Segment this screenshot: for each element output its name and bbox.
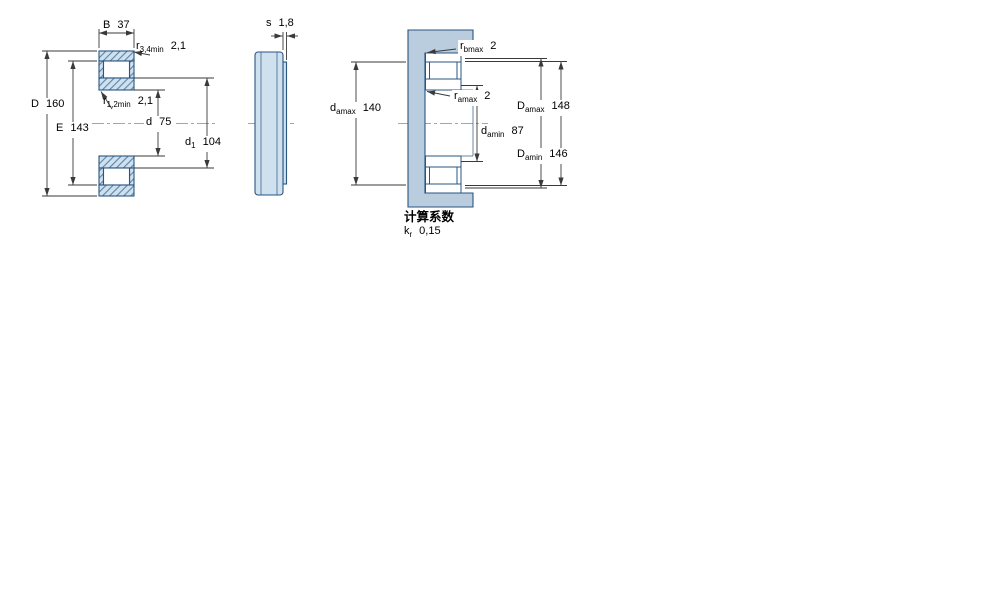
mounted-outer-ring-bottom: [425, 183, 462, 194]
mounted-rib-bottom-right: [456, 166, 462, 185]
inner-ring-bottom: [98, 155, 135, 169]
mounted-inner-ring-top: [425, 78, 462, 91]
mounted-roller-bottom: [429, 166, 458, 185]
inner-ring-rib-top-left: [98, 60, 105, 79]
mounted-rib-top-left: [425, 61, 430, 80]
front-view-dimensions: [42, 29, 214, 197]
mounted-rib-bottom-left: [425, 166, 430, 185]
side-view-dimensions: [271, 32, 298, 60]
mounted-rib-top-right: [456, 61, 462, 80]
inner-ring-rib-top-right: [128, 60, 135, 79]
roller-bottom: [102, 167, 131, 186]
outer-ring-top: [98, 50, 135, 62]
mounted-inner-ring-bottom: [425, 155, 462, 168]
outer-ring-bottom: [98, 184, 135, 197]
inner-ring-top: [98, 77, 135, 91]
calculation-factors-heading: 计算系数: [404, 210, 455, 224]
inner-ring-rib-bottom-right: [128, 167, 135, 186]
mounting-view-dimensions: [351, 48, 567, 189]
front-section-view: [98, 50, 135, 197]
mounted-roller-top: [429, 61, 458, 80]
side-view: [254, 51, 288, 196]
inner-ring-rib-bottom-left: [98, 167, 105, 186]
side-profile: [254, 51, 284, 196]
mounting-view: [407, 29, 474, 208]
roller-top: [102, 60, 131, 79]
mounted-outer-ring-top: [425, 52, 462, 63]
